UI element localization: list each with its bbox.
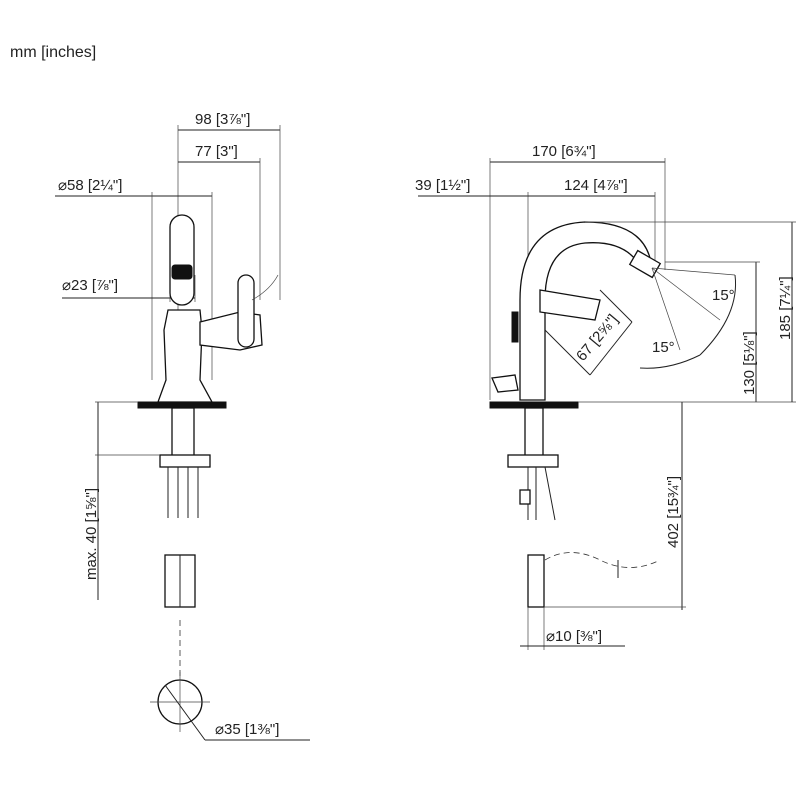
dim-spout-depth: 77 [3"] bbox=[195, 143, 238, 160]
dim-hose-length: 402 [15¾"] bbox=[665, 476, 682, 548]
handle-cap-icon bbox=[511, 311, 519, 343]
hose-fitting-front bbox=[527, 554, 545, 608]
angle-lower: 15° bbox=[652, 339, 675, 356]
front-view: 170 [6¾"] 39 [1½"] 124 [4⅞"] 67 [2⅝"] 15… bbox=[415, 143, 796, 650]
dim-hose-diameter: ⌀10 [⅜"] bbox=[546, 628, 602, 645]
handle-front bbox=[539, 289, 601, 321]
hose-end-icon bbox=[519, 489, 531, 505]
handle-lever-side bbox=[237, 274, 255, 348]
dim-body-diameter: ⌀58 [2¼"] bbox=[58, 177, 122, 194]
dim-spout-height: 130 [5⅛"] bbox=[741, 331, 758, 395]
nut-front bbox=[507, 454, 559, 468]
dim-aerator-diameter: ⌀23 [⅞"] bbox=[62, 277, 118, 294]
base-plate-side bbox=[137, 401, 227, 409]
dim-spout-reach: 124 [4⅞"] bbox=[564, 177, 628, 194]
dim-total-depth: 98 [3⅞"] bbox=[195, 111, 250, 128]
aerator-icon bbox=[171, 264, 193, 280]
dim-hole-diameter: ⌀35 [1⅜"] bbox=[215, 721, 279, 738]
spout-side bbox=[169, 214, 195, 306]
angle-upper: 15° bbox=[712, 287, 735, 304]
dim-handle-length: 67 [2⅝"] bbox=[573, 311, 622, 364]
units-label: mm [inches] bbox=[10, 44, 97, 61]
dim-rear-offset: 39 [1½"] bbox=[415, 177, 470, 194]
side-view: 98 [3⅞"] 77 [3"] ⌀58 [2¼"] ⌀23 [⅞"] bbox=[55, 111, 310, 741]
dim-total-length: 170 [6¾"] bbox=[532, 143, 596, 160]
nut-side bbox=[159, 454, 211, 468]
dim-max-thickness: max. 40 [1⅝"] bbox=[83, 488, 100, 580]
thread-side bbox=[171, 407, 195, 459]
base-plate-front bbox=[489, 401, 579, 409]
drain-lever-icon bbox=[491, 374, 519, 393]
dim-total-height: 185 [7¼"] bbox=[777, 276, 794, 340]
thread-front bbox=[524, 407, 544, 457]
